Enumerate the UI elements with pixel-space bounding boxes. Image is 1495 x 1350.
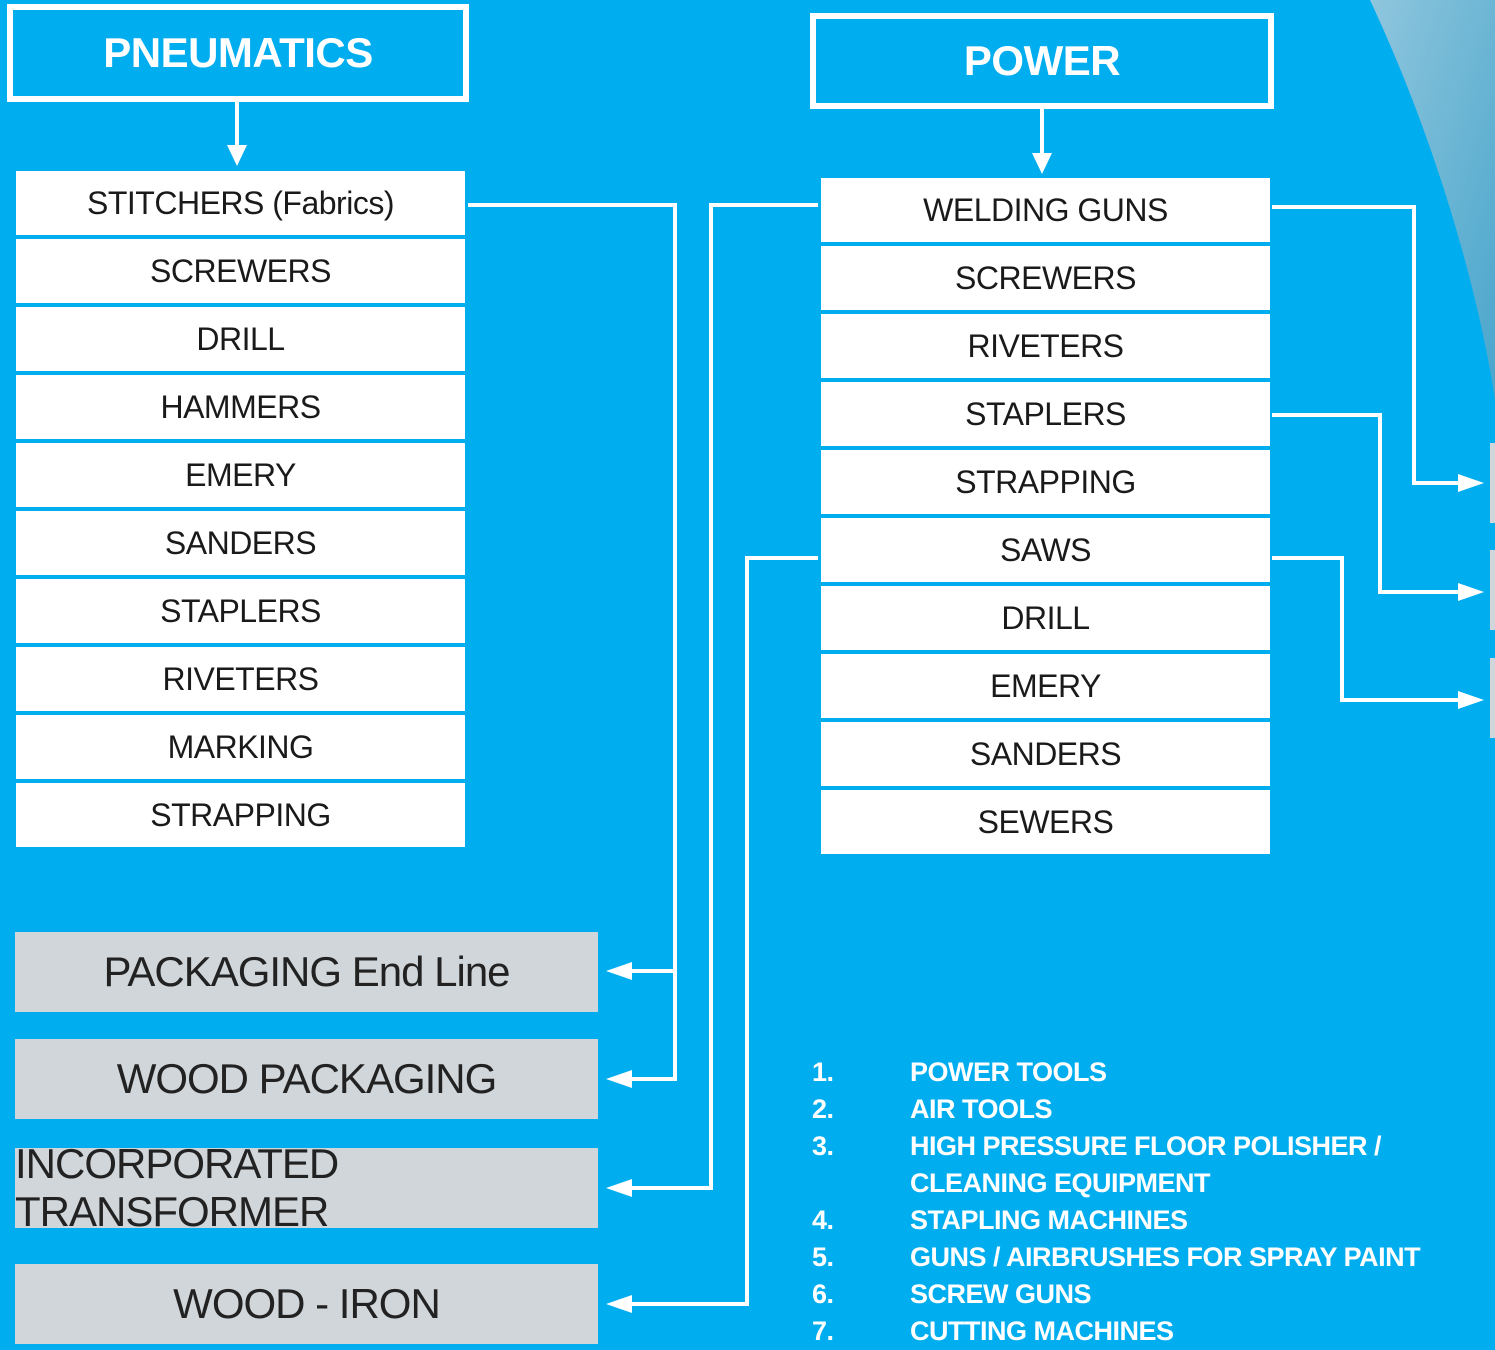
arrowhead-down-icon <box>1032 153 1052 174</box>
connector-staplers-right <box>1272 413 1465 594</box>
target-wood-iron: WOOD - IRON <box>15 1264 598 1344</box>
arrowhead-left-icon <box>606 962 632 980</box>
arrowhead-right-icon <box>1458 691 1484 709</box>
list-number: 2. <box>812 1094 834 1124</box>
power-item: STRAPPING <box>821 450 1270 514</box>
connector-welding-right <box>1272 205 1465 485</box>
list-item: 7. CUTTING MACHINES <box>812 1313 1492 1350</box>
arrowhead-right-icon <box>1458 583 1484 601</box>
pneumatics-item: STITCHERS (Fabrics) <box>16 171 465 235</box>
target-wood-packaging: WOOD PACKAGING <box>15 1039 598 1119</box>
list-text: CUTTING MACHINES <box>910 1316 1174 1346</box>
connector-saws-to-wood-iron <box>620 556 818 1306</box>
list-number: 6. <box>812 1279 834 1309</box>
list-item: 4. STAPLING MACHINES <box>812 1202 1492 1239</box>
decorative-swoosh <box>1370 0 1495 400</box>
list-number: 7. <box>812 1316 834 1346</box>
target-packaging-end-line: PACKAGING End Line <box>15 932 598 1012</box>
list-number: 3. <box>812 1131 834 1161</box>
arrowhead-left-icon <box>606 1295 632 1313</box>
list-text: AIR TOOLS <box>910 1094 1053 1124</box>
list-text: GUNS / AIRBRUSHES FOR SPRAY PAINT <box>910 1242 1421 1272</box>
arrowhead-left-icon <box>606 1179 632 1197</box>
target-incorporated-transformer: INCORPORATED TRANSFORMER <box>15 1140 598 1235</box>
list-item: 2. AIR TOOLS <box>812 1091 1492 1128</box>
pneumatics-item: SCREWERS <box>16 239 465 303</box>
arrowhead-down-icon <box>227 145 247 166</box>
offscreen-target-box <box>1490 443 1495 523</box>
power-item: SAWS <box>821 518 1270 582</box>
power-item: STAPLERS <box>821 382 1270 446</box>
list-item: 3. HIGH PRESSURE FLOOR POLISHER / CLEANIN… <box>812 1128 1492 1202</box>
pneumatics-item: MARKING <box>16 715 465 779</box>
pneumatics-item: DRILL <box>16 307 465 371</box>
list-number: 5. <box>812 1242 834 1272</box>
power-item: EMERY <box>821 654 1270 718</box>
connector-saws-right <box>1272 556 1465 702</box>
offscreen-target-box <box>1490 658 1495 738</box>
power-item: WELDING GUNS <box>821 178 1270 242</box>
list-text: POWER TOOLS <box>910 1057 1107 1087</box>
list-number: 1. <box>812 1057 834 1087</box>
connector-stitchers-to-packaging <box>468 203 677 973</box>
power-item: DRILL <box>821 586 1270 650</box>
list-number: 4. <box>812 1205 834 1235</box>
power-header: POWER <box>810 13 1274 109</box>
power-list: WELDING GUNS SCREWERS RIVETERS STAPLERS … <box>821 178 1270 858</box>
pneumatics-item: RIVETERS <box>16 647 465 711</box>
connector-stitchers-to-wood-packaging <box>620 971 677 1081</box>
arrowhead-left-icon <box>606 1070 632 1088</box>
pneumatics-header: PNEUMATICS <box>7 4 469 102</box>
pneumatics-item: EMERY <box>16 443 465 507</box>
list-text: HIGH PRESSURE FLOOR POLISHER / CLEANING … <box>910 1131 1382 1198</box>
list-text: STAPLING MACHINES <box>910 1205 1188 1235</box>
list-text: SCREW GUNS <box>910 1279 1092 1309</box>
offscreen-target-box <box>1490 550 1495 630</box>
pneumatics-item: SANDERS <box>16 511 465 575</box>
pneumatics-list: STITCHERS (Fabrics) SCREWERS DRILL HAMME… <box>16 171 465 851</box>
connector-welding-to-transformer <box>620 203 818 1190</box>
numbered-list: 1. POWER TOOLS 2. AIR TOOLS 3. HIGH PRESSUR… <box>812 1054 1492 1350</box>
list-item: 6. SCREW GUNS <box>812 1276 1492 1313</box>
power-item: SEWERS <box>821 790 1270 854</box>
pneumatics-item: STAPLERS <box>16 579 465 643</box>
list-item: 5. GUNS / AIRBRUSHES FOR SPRAY PAINT <box>812 1239 1492 1276</box>
arrowhead-right-icon <box>1458 474 1484 492</box>
pneumatics-item: STRAPPING <box>16 783 465 847</box>
power-item: RIVETERS <box>821 314 1270 378</box>
power-item: SANDERS <box>821 722 1270 786</box>
list-item: 1. POWER TOOLS <box>812 1054 1492 1091</box>
power-item: SCREWERS <box>821 246 1270 310</box>
pneumatics-item: HAMMERS <box>16 375 465 439</box>
